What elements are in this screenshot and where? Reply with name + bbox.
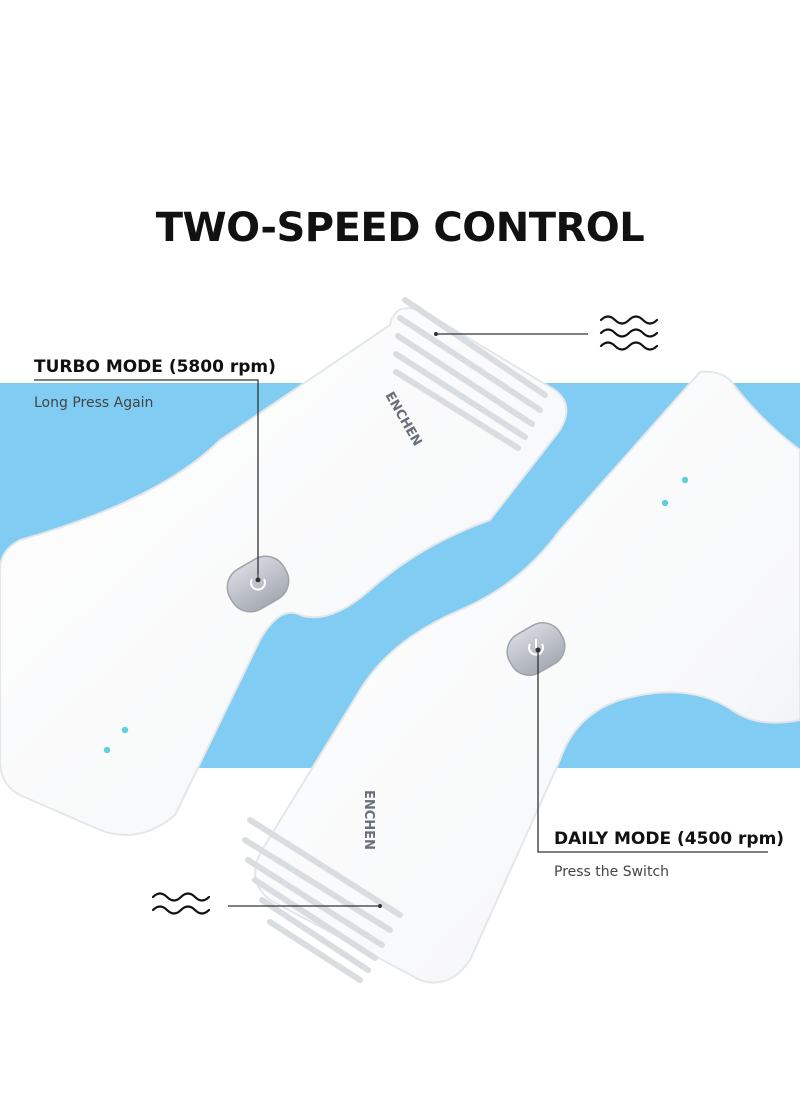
callout-lines [34, 332, 768, 908]
trimmer-right: ENCHEN [242, 370, 800, 984]
comb-right [242, 817, 403, 983]
led-icon [681, 476, 689, 484]
trimmer-left: ENCHEN [0, 297, 568, 836]
power-button-left[interactable] [220, 549, 297, 620]
daily-mode-action: Press the Switch [554, 864, 670, 880]
led-icon [661, 499, 669, 507]
wave-icon [599, 315, 659, 351]
led-icon [103, 746, 111, 754]
brand-logo-right: ENCHEN [361, 790, 376, 850]
daily-mode-heading: DAILY MODE (4500 rpm) [554, 829, 785, 849]
power-icon [528, 639, 544, 656]
turbo-mode-action: Long Press Again [34, 395, 154, 411]
comb-left [393, 297, 548, 451]
page-title: TWO-SPEED CONTROL [155, 205, 645, 251]
turbo-mode-heading: TURBO MODE (5800 rpm) [34, 357, 276, 377]
wave-icon [151, 892, 211, 915]
led-icon [121, 726, 129, 734]
